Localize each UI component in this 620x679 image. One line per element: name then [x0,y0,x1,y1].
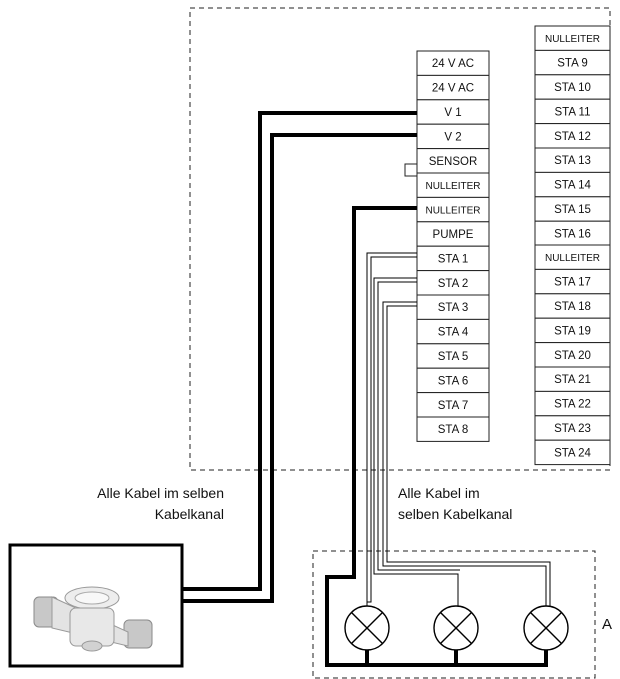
module-1-terminal-8: STA 15 [534,196,611,222]
module-1-terminal-label: STA 16 [554,228,591,240]
module-2-terminal-label: STA 17 [554,277,591,289]
main-terminal-label: STA 2 [438,278,468,290]
main-terminal-10: STA 2 [416,270,490,296]
main-terminal-label: SENSOR [429,156,478,168]
cable-v2 [182,133,417,603]
main-terminal-label: STA 7 [438,400,468,412]
module-2-terminal-label: STA 22 [554,399,591,411]
cable-note-left-line1: Alle Kabel im selben [97,485,224,501]
module-1-terminal-6: STA 13 [534,147,611,173]
module-1-terminal-7: STA 14 [534,171,611,198]
main-terminal-9: STA 1 [416,245,490,272]
module-1-terminal-3: STA 10 [534,74,611,100]
main-terminal-label: STA 4 [438,327,469,339]
module-2-terminal-strip: NULLEITER STA 17 STA 18 STA 19 STA 20 STA 21 S… [534,244,611,466]
cable-sta-1 [366,252,417,606]
valve-1-icon [344,605,390,651]
cable-sta-3 [382,301,551,606]
valve-3-icon [523,605,569,651]
main-terminal-1: 24 V AC [416,50,490,76]
main-terminal-13: STA 5 [416,343,490,369]
cable-note-left-line2: Kabelkanal [154,506,224,522]
cable-note-right: Alle Kabel im selben Kabelkanal [398,483,512,525]
module-1-terminal-label: STA 11 [554,106,590,118]
main-terminal-7: NULLEITER [416,196,490,223]
main-terminal-label: 24 V AC [432,83,474,95]
module-1-terminal-label: STA 14 [554,180,591,192]
module-1-terminal-strip: NULLEITER STA 9 STA 10 STA 11 STA 12 STA 13 ST… [534,25,611,247]
module-1-terminal-9: STA 16 [534,220,611,247]
main-terminal-3: V 1 [416,99,490,125]
cable-common [325,206,548,667]
main-terminal-6: NULLEITER [416,172,490,198]
module-1-terminal-label: STA 12 [554,131,591,143]
module-2-terminal-2: STA 17 [534,268,611,295]
main-terminal-4: V 2 [416,123,490,150]
module-1-terminal-5: STA 12 [534,123,611,149]
module-2-terminal-label: STA 21 [554,374,591,386]
module-2-terminal-label: STA 24 [554,447,591,459]
main-terminal-5: SENSOR [416,148,490,174]
main-terminal-label: NULLEITER [425,206,480,217]
module-1-terminal-4: STA 11 [534,98,611,125]
main-terminal-8: PUMPE [416,221,490,247]
main-terminal-label: STA 5 [438,351,468,363]
main-terminal-label: STA 6 [438,375,468,387]
module-1-terminal-label: STA 9 [557,58,587,70]
main-terminal-label: STA 3 [438,302,468,314]
valve-2-icon [433,605,479,651]
main-terminal-label: NULLEITER [425,181,480,192]
module-1-terminal-label: STA 15 [554,204,591,216]
module-2-terminal-4: STA 19 [534,317,611,344]
cable-sta-2 [373,277,460,606]
main-terminal-label: PUMPE [433,229,474,241]
module-2-terminal-7: STA 22 [534,390,611,417]
main-terminal-14: STA 6 [416,367,490,394]
sensor-connector [404,163,418,177]
main-terminal-label: V 2 [444,131,461,143]
module-2-terminal-5: STA 20 [534,342,611,368]
module-2-terminal-label: STA 18 [554,301,591,313]
module-1-terminal-label: STA 13 [554,155,591,167]
module-2-terminal-label: STA 20 [554,350,591,362]
module-2-terminal-3: STA 18 [534,293,611,319]
main-terminal-2: 24 V AC [416,74,490,101]
main-terminal-16: STA 8 [416,416,490,442]
valve-group-label: A [602,616,613,633]
module-2-terminal-label: STA 19 [554,325,591,337]
cable-note-right-line1: Alle Kabel im [398,485,480,501]
module-2-terminal-label: NULLEITER [545,253,600,264]
module-1-terminal-2: STA 9 [534,49,611,76]
valve-group-outline [312,550,596,679]
main-terminal-11: STA 3 [416,294,490,320]
cable-note-left: Alle Kabel im selben Kabelkanal [40,483,224,525]
module-2-terminal-9: STA 24 [534,439,611,466]
main-terminal-strip: 24 V AC 24 V AC V 1 V 2 SENSOR NULLEITER NULLE… [416,50,490,442]
main-terminal-15: STA 7 [416,392,490,418]
main-terminal-label: 24 V AC [432,58,474,70]
module-2-terminal-label: STA 23 [554,423,591,435]
main-terminal-label: STA 1 [438,253,468,265]
module-2-terminal-1: NULLEITER [534,244,611,270]
module-1-terminal-1: NULLEITER [534,25,611,51]
module-2-terminal-8: STA 23 [534,415,611,441]
flow-sensor-icon [33,586,153,652]
module-1-terminal-label: NULLEITER [545,34,600,45]
cable-note-right-line2: selben Kabelkanal [398,506,513,522]
module-2-terminal-6: STA 21 [534,366,611,392]
cable-v1 [182,111,417,591]
main-terminal-label: V 1 [444,107,461,119]
main-terminal-label: STA 8 [438,424,468,436]
valves [344,605,569,651]
module-1-terminal-label: STA 10 [554,82,591,94]
main-terminal-12: STA 4 [416,318,490,345]
